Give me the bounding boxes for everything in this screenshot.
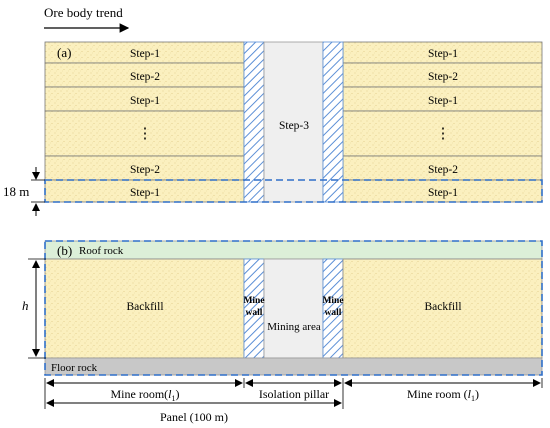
mine-wall-right-label-top: Mine [322, 296, 343, 306]
center-pillar-a [263, 41, 324, 203]
height-18m-label: 18 m [3, 184, 29, 199]
left-step-label: Step-2 [130, 164, 160, 176]
panel-a [44, 41, 543, 203]
right-step-label: Step-1 [428, 48, 458, 60]
floor-rock-label: Floor rock [51, 362, 98, 374]
panel-b [44, 240, 543, 376]
right-step-label: Step-2 [428, 164, 458, 176]
backfill-right [342, 258, 543, 359]
mine-wall-left-a [243, 41, 265, 203]
backfill-left-label: Backfill [126, 301, 163, 313]
left-step-label: Step-1 [130, 95, 160, 107]
floor-rock-layer [44, 357, 543, 376]
mine-wall-right-label-bottom: wall [325, 308, 342, 318]
mine-room-left-label: Mine room(l1) [111, 387, 180, 403]
ore-body-trend-label: Ore body trend [44, 5, 123, 20]
panel-a-label: (a) [57, 45, 71, 60]
panel-length-label: Panel (100 m) [160, 410, 228, 424]
mining-area-label: Mining area [267, 321, 321, 333]
mine-wall-right-a [322, 41, 344, 203]
left-step-label: Step-1 [130, 187, 160, 199]
right-step-label: Step-2 [428, 71, 458, 83]
mining-area [263, 258, 324, 359]
step-3-label: Step-3 [279, 120, 309, 132]
right-step-ellipsis: ⋮ [436, 126, 451, 142]
height-h-label: h [22, 298, 29, 313]
mine-room-right-label: Mine room (l1) [407, 387, 479, 403]
isolation-pillar-label: Isolation pillar [259, 387, 329, 401]
left-step-label: Step-1 [130, 48, 160, 60]
mine-wall-left-label-bottom: wall [246, 308, 263, 318]
right-step-label: Step-1 [428, 187, 458, 199]
right-step-label: Step-1 [428, 95, 458, 107]
roof-rock-label: Roof rock [79, 245, 124, 257]
mine-wall-left-label-top: Mine [243, 296, 264, 306]
panel-b-label: (b) [57, 243, 72, 258]
step-highlight-dashed [44, 179, 543, 203]
backfill-right-label: Backfill [424, 301, 461, 313]
left-step-label: Step-2 [130, 71, 160, 83]
left-step-ellipsis: ⋮ [138, 126, 153, 142]
panel-b-dashed-outline [44, 240, 543, 376]
